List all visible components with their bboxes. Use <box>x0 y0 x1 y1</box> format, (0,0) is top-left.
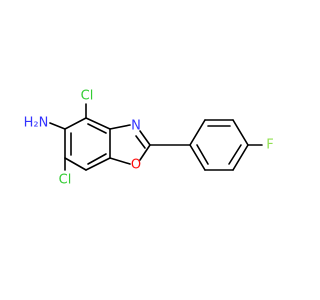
fluorine-label: F <box>266 138 273 153</box>
amine-label: H₂N <box>24 116 49 131</box>
bond-ph4-ph5 <box>232 144 249 171</box>
bond-c7-c7a-inner <box>87 153 107 165</box>
bond-c2-o <box>139 144 151 161</box>
nitrogen-label: N <box>131 119 141 134</box>
bond-c4-c5 <box>64 117 87 130</box>
bond-ph6-ph1-inner <box>196 144 209 165</box>
bond-n-c2 <box>139 130 151 146</box>
bond-c7-c7a <box>85 157 111 171</box>
bonds <box>49 103 263 171</box>
bond-c3a-c4-inner <box>87 123 107 134</box>
bond-c6-c7 <box>64 157 87 171</box>
bond-c3a-n <box>109 124 131 130</box>
bond-ph3-ph4 <box>232 119 249 146</box>
molecule-svg: Cl H₂N Cl N O F <box>24 89 274 188</box>
bond-n-c2-inner <box>135 135 146 149</box>
bond-c3a-c4 <box>85 117 111 130</box>
bond-ph1-ph2 <box>189 119 206 146</box>
chlorine-label-top: Cl <box>81 89 94 104</box>
chlorine-label-bottom: Cl <box>59 173 72 188</box>
bond-ph6-ph1 <box>189 144 206 171</box>
oxygen-label: O <box>131 158 141 173</box>
bond-ph4-ph5-inner <box>228 144 242 165</box>
atom-labels: Cl H₂N Cl N O F <box>24 89 274 188</box>
molecule-structure-diagram: Cl H₂N Cl N O F <box>24 89 274 188</box>
bond-o-c7a <box>109 157 131 165</box>
bond-c5-nh2 <box>49 122 66 130</box>
